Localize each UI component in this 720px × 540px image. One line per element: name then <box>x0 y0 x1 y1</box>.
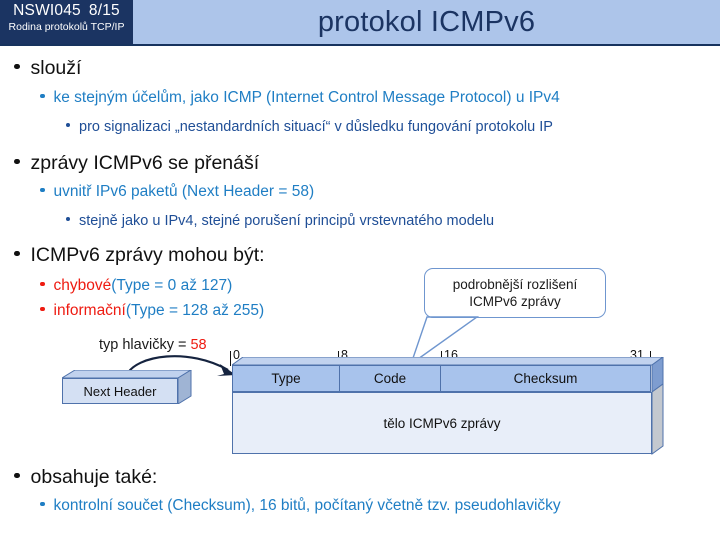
packet-field-checksum: Checksum <box>440 365 651 392</box>
bullet-dot-icon <box>14 472 20 478</box>
bullet-text: obsahuje také: <box>30 466 158 488</box>
icmpv6-packet-diagram: Type Code Checksum tělo ICMPv6 zprávy <box>232 357 672 475</box>
bullet-text: kontrolní součet (Checksum), 16 bitů, po… <box>53 497 561 514</box>
bullet-dot-icon <box>40 187 45 192</box>
bullet-informacni: informační (Type = 128 až 255) <box>40 302 264 320</box>
packet-field-code: Code <box>339 365 441 392</box>
course-badge: NSWI045 8/15 Rodina protokolů TCP/IP <box>0 0 133 44</box>
bullet-text-info-type: informační <box>53 302 126 319</box>
packet-header-row: Type Code Checksum <box>232 365 652 392</box>
bullet-slouzi: slouží <box>14 57 81 80</box>
bullet-text: uvnitř IPv6 paketů (Next Header = 58) <box>53 183 315 200</box>
bullet-text: stejně jako u IPv4, stejné porušení prin… <box>79 213 495 229</box>
next-header-box: Next Header <box>62 370 192 404</box>
bullet-dot-icon <box>40 281 45 286</box>
bullet-text-error-range: (Type = 0 až 127) <box>111 277 233 294</box>
bullet-uvnitr-paketu: uvnitř IPv6 paketů (Next Header = 58) <box>40 183 314 201</box>
packet-body: tělo ICMPv6 zprávy <box>232 392 652 454</box>
bullet-text-info-range: (Type = 128 až 255) <box>125 302 265 319</box>
bullet-text: ICMPv6 zprávy mohou být: <box>30 244 265 266</box>
bullet-kontrolni-soucet: kontrolní součet (Checksum), 16 bitů, po… <box>40 497 561 515</box>
next-header-3d-shading <box>62 370 192 404</box>
bullet-text: slouží <box>30 57 82 79</box>
bullet-dot-icon <box>14 250 20 256</box>
curved-arrow-icon <box>124 355 236 377</box>
bullet-dot-icon <box>14 63 20 69</box>
bullet-dot-icon <box>40 93 45 98</box>
bullet-stejne-jako-ipv4: stejně jako u IPv4, stejné porušení prin… <box>66 213 494 229</box>
bullet-obsahuje-take: obsahuje také: <box>14 466 157 489</box>
bullet-dot-icon <box>66 217 70 221</box>
course-name: Rodina protokolů TCP/IP <box>8 21 125 33</box>
bullet-dot-icon <box>66 123 70 127</box>
ruler-tick-0 <box>230 351 232 366</box>
bullet-text-error-type: chybové <box>53 277 112 294</box>
callout-line-1: podrobnější rozlišení <box>452 277 578 292</box>
bullet-text: zprávy ICMPv6 se přenáší <box>30 152 260 174</box>
callout-box: podrobnější rozlišení ICMPv6 zprávy <box>424 268 606 318</box>
bullet-text: ke stejným účelům, jako ICMP (Internet C… <box>53 89 560 106</box>
annotation-value: 58 <box>190 337 207 353</box>
next-header-annotation: typ hlavičky = 58 <box>99 337 207 353</box>
header-divider <box>0 44 720 46</box>
packet-field-type: Type <box>232 365 340 392</box>
page-title: protokol ICMPv6 <box>317 5 536 38</box>
slide-number: 8/15 <box>88 2 120 19</box>
course-code: NSWI045 <box>13 2 81 19</box>
next-header-label: Next Header <box>62 378 178 404</box>
callout-pointer-icon <box>409 316 480 366</box>
bullet-dot-icon <box>40 306 45 311</box>
ruler-label-8: 8 <box>341 348 348 362</box>
bullet-chybove: chybové (Type = 0 až 127) <box>40 277 232 295</box>
packet-3d-shading <box>232 357 664 455</box>
bullet-ucely: ke stejným účelům, jako ICMP (Internet C… <box>40 89 560 107</box>
bullet-dot-icon <box>14 158 20 164</box>
bullet-dot-icon <box>40 501 45 506</box>
bullet-text: pro signalizaci „nestandardních situací“… <box>79 119 553 135</box>
bullet-zpravy-prenos: zprávy ICMPv6 se přenáší <box>14 152 259 175</box>
callout-line-2: ICMPv6 zprávy <box>469 294 561 309</box>
annotation-text: typ hlavičky = <box>99 337 191 353</box>
bullet-zpravy-mohou-byt: ICMPv6 zprávy mohou být: <box>14 244 265 267</box>
ruler-label-0: 0 <box>233 348 240 362</box>
course-badge-top: NSWI045 8/15 <box>0 2 133 20</box>
bullet-signalizace: pro signalizaci „nestandardních situací“… <box>66 119 553 135</box>
